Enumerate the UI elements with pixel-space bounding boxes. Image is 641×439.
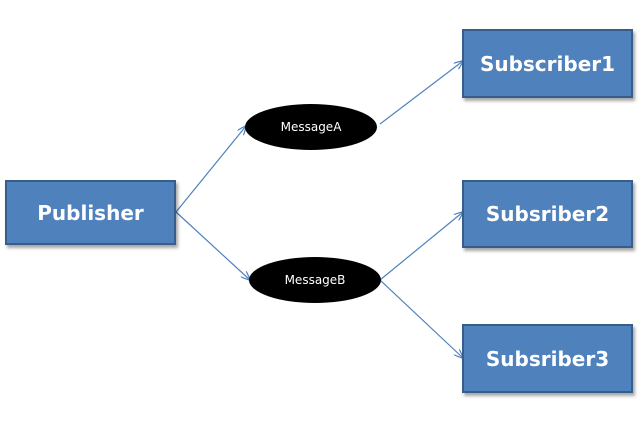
arrow-publisher-to-messageb xyxy=(175,211,250,280)
arrow-messageb-to-subscriber2 xyxy=(379,212,463,281)
messageb-label: MessageB xyxy=(284,273,346,287)
subscriber3-label: Subsriber3 xyxy=(485,346,610,371)
subscriber1-label: Subscriber1 xyxy=(479,51,616,76)
publisher-label: Publisher xyxy=(37,200,144,225)
messagea-node: MessageA xyxy=(245,104,377,150)
arrow-publisher-to-messagea xyxy=(175,126,246,213)
subscriber1-node: Subscriber1 xyxy=(462,29,633,98)
arrow-messagea-to-subscriber1 xyxy=(379,61,463,125)
messageb-node: MessageB xyxy=(249,257,381,303)
subscriber3-node: Subsriber3 xyxy=(462,324,633,393)
publisher-node: Publisher xyxy=(5,180,176,245)
subscriber2-label: Subsriber2 xyxy=(485,202,610,226)
messagea-label: MessageA xyxy=(280,120,342,134)
subscriber2-node: Subsriber2 xyxy=(462,180,633,248)
arrow-messageb-to-subscriber3 xyxy=(379,279,463,358)
